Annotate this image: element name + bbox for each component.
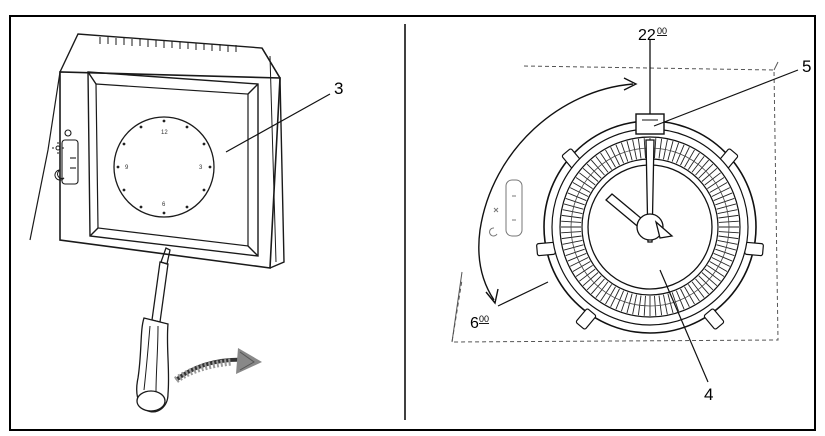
arc-arrowhead-top — [623, 77, 638, 91]
grille-slots — [99, 37, 237, 52]
sun-icon — [52, 142, 64, 154]
housing-outline-dashed — [451, 65, 779, 343]
callout-label-3: 3 — [334, 79, 343, 98]
end-time-minutes: 00 — [479, 314, 489, 324]
sun-ghost-icon — [493, 207, 499, 213]
dial-number-12: 12 — [161, 130, 168, 136]
bezel-notches — [536, 148, 764, 330]
rotation-arrow-icon — [173, 348, 262, 383]
callout-label-5: 5 — [802, 57, 811, 76]
end-time-hour: 6 — [470, 315, 479, 332]
screwdriver-icon — [136, 247, 171, 413]
callout-leader-4 — [659, 269, 709, 383]
small-moon-icon — [54, 169, 65, 181]
right-panel-timer: 22 00 6 00 — [451, 26, 811, 404]
start-time-hour: 22 — [638, 27, 656, 44]
start-time-minutes: 00 — [657, 26, 667, 36]
dial-number-6: 6 — [162, 202, 166, 208]
callout-leader-3 — [225, 93, 331, 153]
dial-tick-marks — [116, 119, 212, 215]
switch-ghost — [505, 179, 523, 237]
left-clock-dial: 12 3 6 9 — [113, 116, 215, 218]
callout-label-4: 4 — [704, 385, 713, 404]
segment-ring-outer — [559, 136, 741, 318]
dial-number-3: 3 — [199, 165, 203, 171]
clock-hands — [605, 139, 674, 243]
callout-leader-5 — [653, 69, 799, 127]
moon-ghost-icon — [489, 227, 498, 237]
figure-frame — [9, 15, 816, 431]
crescent-moon-icon — [472, 116, 486, 144]
mode-switch — [61, 129, 79, 185]
switch-tab — [635, 113, 665, 135]
left-panel-thermostat — [29, 33, 285, 269]
dial-number-9: 9 — [125, 165, 129, 171]
arc-arrowhead-bottom — [485, 288, 499, 305]
night-period-arc — [478, 83, 634, 301]
end-time-pointer — [497, 281, 549, 307]
